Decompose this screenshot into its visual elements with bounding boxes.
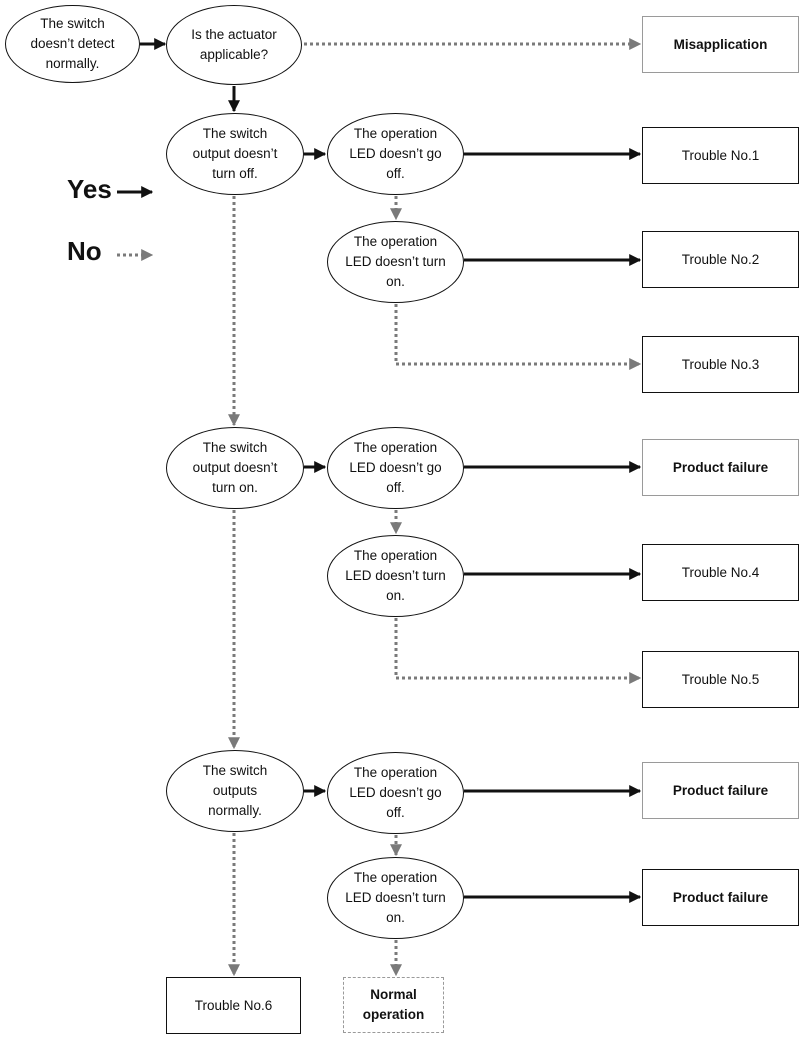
led-not-on-decision-2: The operation LED doesn’t turn on. [327,535,464,617]
product-failure-box-1: Product failure [642,439,799,496]
led-not-off-decision-2: The operation LED doesn’t go off. [327,427,464,509]
trouble-6-box: Trouble No.6 [166,977,301,1034]
trouble-4-box: Trouble No.4 [642,544,799,601]
trouble-1-box: Trouble No.1 [642,127,799,184]
start-node: The switch doesn’t detect normally. [5,5,140,83]
led-not-on-decision-1: The operation LED doesn’t turn on. [327,221,464,303]
trouble-5-box: Trouble No.5 [642,651,799,708]
legend-no-label: No [67,236,102,266]
edge-led-not-on-1-to-trouble-3 [394,304,642,370]
led-not-on-decision-3: The operation LED doesn’t turn on. [327,857,464,939]
led-not-off-decision-1: The operation LED doesn’t go off. [327,113,464,195]
output-not-on-decision: The switch output doesn’t turn on. [166,427,304,509]
trouble-2-box: Trouble No.2 [642,231,799,288]
product-failure-box-2: Product failure [642,762,799,819]
misapplication-box: Misapplication [642,16,799,73]
actuator-applicable-decision: Is the actuator applicable? [166,5,302,85]
led-not-off-decision-3: The operation LED doesn’t go off. [327,752,464,834]
outputs-normally-decision: The switch outputs normally. [166,750,304,832]
edge-led-not-on-2-to-trouble-5 [394,618,642,684]
legend-yes-label: Yes [67,174,112,204]
normal-operation-box: Normal operation [343,977,444,1033]
product-failure-box-3: Product failure [642,869,799,926]
trouble-3-box: Trouble No.3 [642,336,799,393]
output-not-off-decision: The switch output doesn’t turn off. [166,113,304,195]
